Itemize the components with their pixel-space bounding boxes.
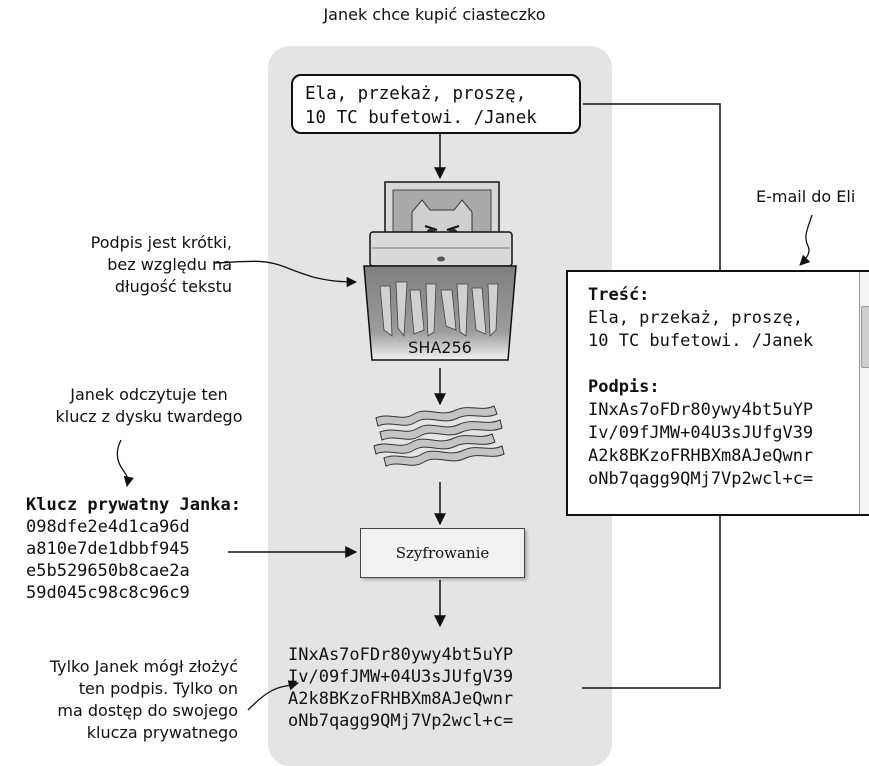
shredded-strips-icon [373,405,505,467]
annotation-key-from-disk: Janek odczytuje ten klucz z dysku twarde… [34,384,264,428]
private-key-line: 098dfe2e4d1ca96d [26,517,190,537]
encryption-box: Szyfrowanie [360,528,525,578]
email-window: Treść: Ela, przekaż, proszę, 10 TC bufet… [566,270,869,516]
annotation-line: ma dostęp do swojego [57,701,238,720]
signature-output: INxAs7oFDr80ywy4bt5uYP Iv/09fJMW+04U3sJU… [288,644,513,732]
private-key-block: Klucz prywatny Janka: 098dfe2e4d1ca96d a… [26,494,241,604]
arrow-signature-to-email [582,498,726,689]
email-signature-line: Iv/09fJMW+04U3sJUfgV39 [588,423,814,443]
arrow-only-janek [247,680,300,711]
annotation-line: Podpis jest krótki, [90,233,232,252]
arrow-email-label [799,214,813,266]
annotation-line: klucz z dysku twardego [55,407,243,426]
message-text: Ela, przekaż, proszę, 10 TC bufetowi. /J… [305,82,537,130]
arrow-key-from-disk [116,439,134,488]
signature-line: Iv/09fJMW+04U3sJUfgV39 [288,667,514,687]
annotation-short-signature: Podpis jest krótki, bez względu na długo… [10,232,232,298]
arrow-message-to-email [583,103,726,298]
signature-line: A2k8BKzoFRHBXm8AJeQwnr [288,689,514,709]
email-content-line: 10 TC bufetowi. /Janek [588,331,814,351]
email-signature-line: A2k8BKzoFRHBXm8AJeQwnr [588,446,814,466]
email-signature-line: oNb7qagg9QMj7Vp2wcl+c= [588,469,814,489]
arrow-short-signature [213,260,358,288]
annotation-only-janek: Tylko Janek mógł złożyć ten podpis. Tylk… [0,656,238,744]
email-scrollbar-thumb[interactable] [861,306,869,368]
signature-line: INxAs7oFDr80ywy4bt5uYP [288,645,514,665]
email-label: E-mail do Eli [756,187,856,206]
private-key-line: e5b529650b8cae2a [26,561,190,581]
message-box: Ela, przekaż, proszę, 10 TC bufetowi. /J… [291,74,581,134]
email-content-heading: Treść: [588,285,650,305]
annotation-line: Janek odczytuje ten [70,385,228,404]
shredder-icon [363,181,517,361]
signature-line: oNb7qagg9QMj7Vp2wcl+c= [288,711,514,731]
sha256-label: SHA256 [408,338,472,357]
email-signature-line: INxAs7oFDr80ywy4bt5uYP [588,400,814,420]
email-signature-heading: Podpis: [588,377,660,397]
diagram-title: Janek chce kupić ciasteczko [323,5,546,24]
private-key-line: 59d045c98c8c96c9 [26,583,190,603]
annotation-line: ten podpis. Tylko on [78,679,238,698]
annotation-line: długość tekstu [114,277,232,296]
message-line-2: 10 TC bufetowi. /Janek [305,108,537,128]
annotation-line: klucza prywatnego [86,723,238,742]
process-panel [268,46,612,766]
annotation-line: bez względu na [107,255,232,274]
private-key-line: a810e7de1dbbf945 [26,539,190,559]
private-key-heading: Klucz prywatny Janka: [26,495,241,515]
email-scrollbar[interactable] [859,272,869,514]
message-line-1: Ela, przekaż, proszę, [305,84,527,104]
annotation-line: Tylko Janek mógł złożyć [49,657,238,676]
email-content-line: Ela, przekaż, proszę, [588,308,803,328]
